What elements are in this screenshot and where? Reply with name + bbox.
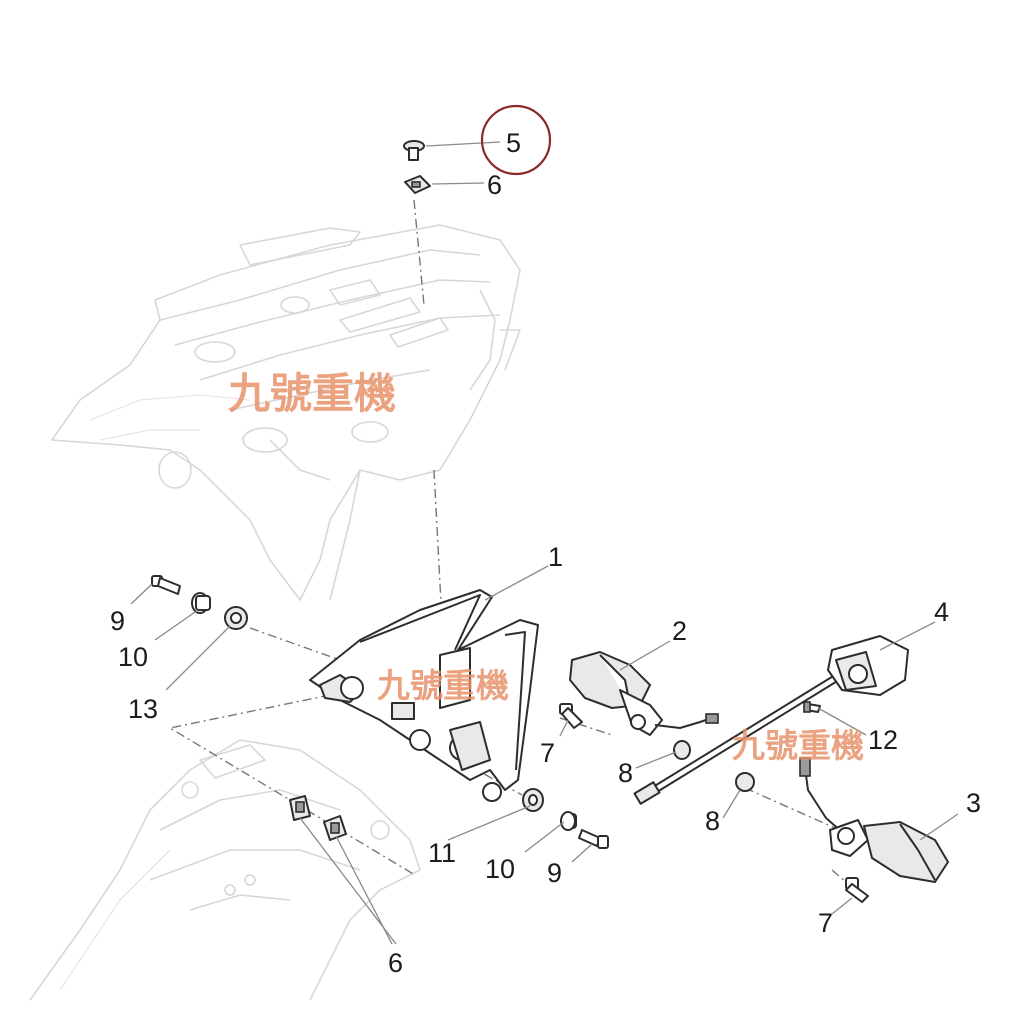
callout-7-left: 7 — [540, 738, 555, 768]
callout-13: 13 — [128, 694, 158, 724]
part-6-clip-nuts-bottom — [289, 795, 347, 841]
highlight-ring — [480, 104, 552, 176]
ghost-tail-cowl — [51, 224, 521, 601]
callout-6-bottom: 6 — [388, 948, 403, 978]
leader-lines — [130, 141, 959, 945]
callout-9-left: 9 — [110, 606, 125, 636]
callout-10-bottom: 10 — [485, 854, 515, 884]
callout-2: 2 — [672, 616, 687, 646]
part-11-grommet — [522, 788, 544, 812]
part-8-spacer-right — [735, 772, 755, 792]
part-9-bolt-left — [151, 575, 181, 595]
callout-10-left: 10 — [118, 642, 148, 672]
callout-8-right: 8 — [705, 806, 720, 836]
part-5-screw — [403, 140, 425, 161]
ghost-plate-holder — [29, 739, 421, 1001]
callout-8-left: 8 — [618, 758, 633, 788]
part-10-bushing-left — [191, 592, 211, 614]
watermark-middle: 九號重機 — [377, 666, 509, 705]
callout-4: 4 — [934, 597, 949, 627]
part-2-turn-signal-left — [569, 651, 719, 736]
part-13-grommet — [224, 606, 248, 630]
callout-11: 11 — [428, 838, 456, 868]
part-7-bolt-left — [559, 703, 583, 729]
callout-labels: 5 6 1 2 4 3 9 10 13 7 8 12 8 11 10 9 7 6 — [110, 128, 981, 978]
watermark-right: 九號重機 — [732, 726, 864, 765]
part-10-bushing-bottom — [560, 811, 577, 831]
callout-9-bottom: 9 — [547, 858, 562, 888]
callout-12: 12 — [868, 725, 898, 755]
part-3-turn-signal-right — [799, 757, 949, 883]
part-7-bolt-right — [845, 877, 869, 903]
part-12-screw — [803, 701, 821, 713]
callout-1: 1 — [548, 542, 563, 572]
callout-6-top: 6 — [487, 170, 502, 200]
part-1-tail-light — [309, 589, 539, 802]
part-4-plate-light — [633, 635, 909, 805]
callout-5: 5 — [506, 128, 521, 158]
part-6-clip-nut-top — [404, 175, 431, 194]
part-9-bolt-bottom — [578, 829, 609, 849]
watermark-top: 九號重機 — [228, 369, 396, 418]
watermarks: 九號重機 九號重機 九號重機 — [228, 369, 864, 765]
callout-3: 3 — [966, 788, 981, 818]
part-8-spacer-left — [673, 740, 691, 760]
callout-7-right: 7 — [818, 908, 833, 938]
